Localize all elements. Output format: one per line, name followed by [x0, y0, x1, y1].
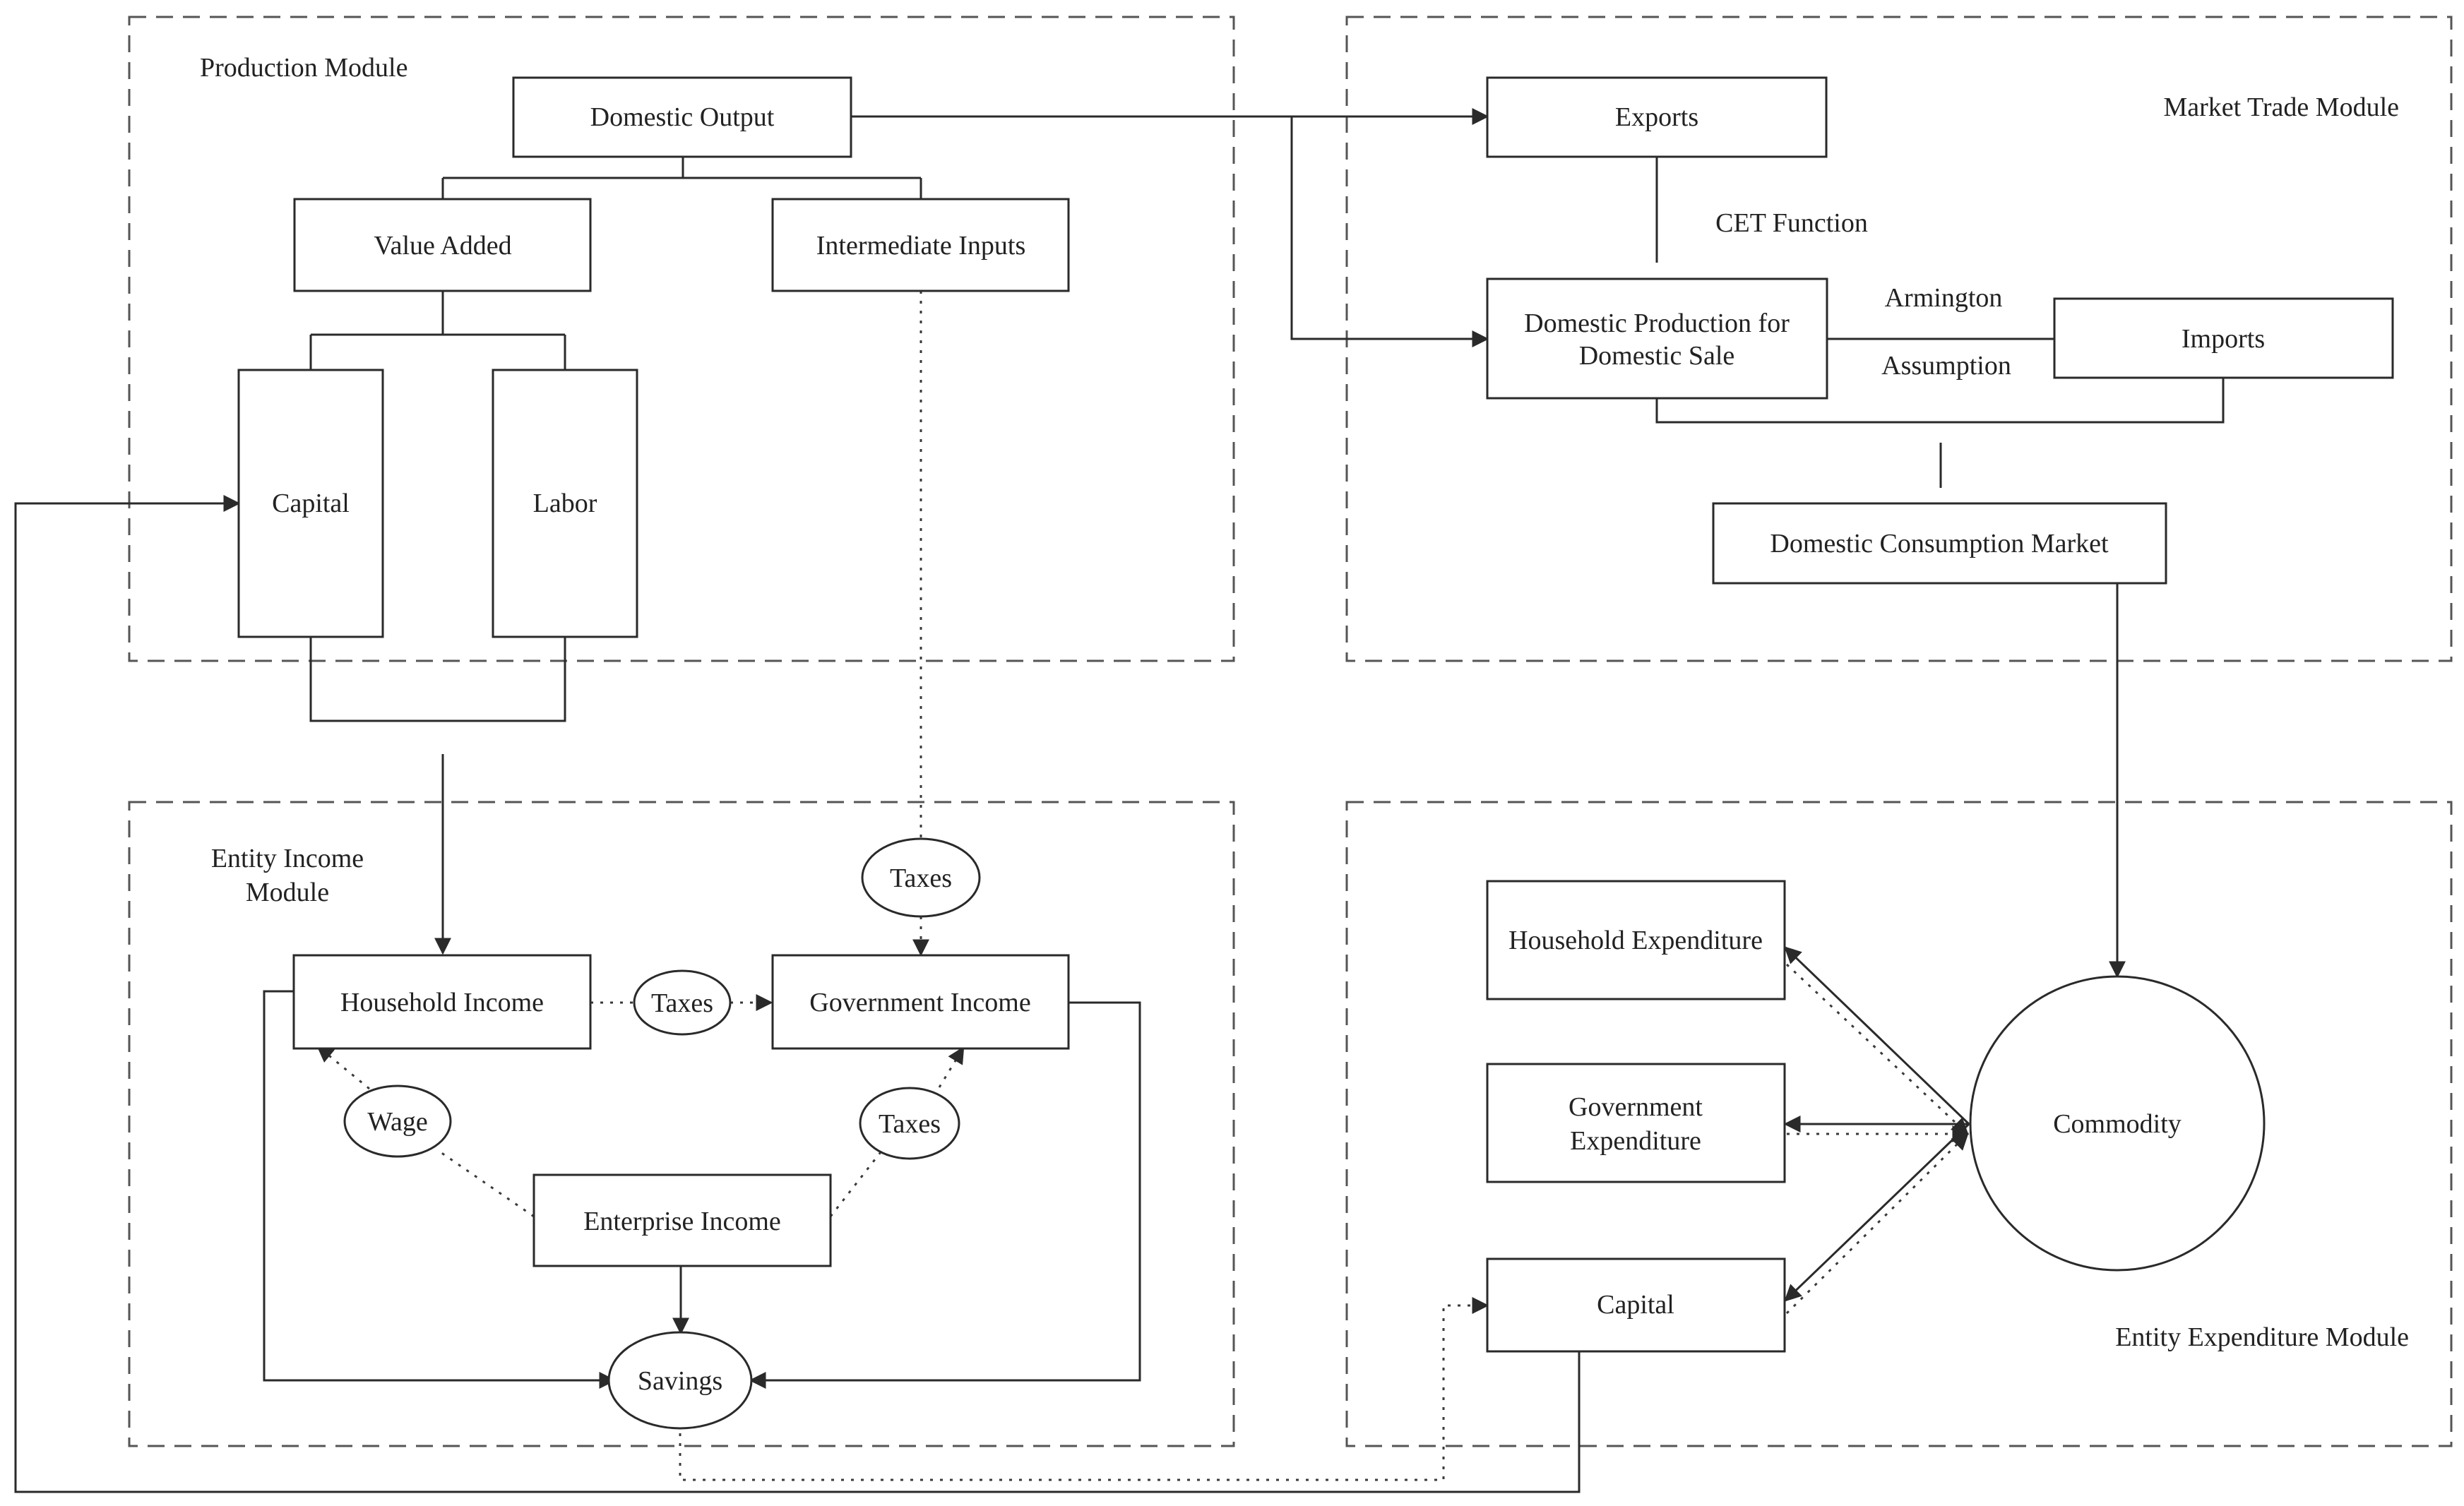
domestic-consumption-market-label: Domestic Consumption Market [1770, 529, 2109, 558]
enterprise-income-box [532, 1173, 832, 1267]
value-added-tree-connector [309, 291, 566, 370]
commodity-circle [1969, 975, 2266, 1272]
capital-expenditure-to-commodity-dotted [1785, 1133, 1969, 1315]
entity-income-module-title-line1: Entity Income [211, 844, 364, 873]
entity-expenditure-module-frame [1345, 801, 2453, 1447]
taxes-enterprise-label: Taxes [879, 1109, 941, 1139]
wage-to-household-dotted [316, 1045, 370, 1090]
domestic-production-box [1486, 277, 1828, 400]
domestic-production-label-line1: Domestic Production for [1524, 309, 1790, 338]
capital-loop-back-arrow [14, 495, 1581, 1493]
exports-box [1486, 76, 1828, 158]
intermediate-inputs-label: Intermediate Inputs [816, 231, 1026, 261]
entity-income-module-frame [128, 801, 1235, 1447]
factor-join-connector [309, 637, 566, 722]
exports-label: Exports [1615, 102, 1698, 132]
armington-bracket [1655, 378, 2225, 424]
commodity-label: Commodity [2053, 1109, 2182, 1139]
savings-ellipse [607, 1331, 753, 1430]
market-trade-module-title: Market Trade Module [2163, 92, 2399, 122]
savings-to-capital-dotted [679, 1297, 1489, 1481]
imports-label: Imports [2182, 324, 2265, 354]
production-module-frame [128, 16, 1235, 662]
government-expenditure-label-line2: Expenditure [1570, 1126, 1701, 1156]
output-to-domestic-production-arrow [1290, 116, 1489, 347]
government-expenditure-box [1486, 1063, 1786, 1183]
armington-label: Armington [1885, 283, 2003, 313]
taxes-middle-ellipse [633, 969, 732, 1036]
household-expenditure-box [1486, 880, 1786, 1000]
taxes-to-government-enterprise-dotted [938, 1046, 965, 1088]
household-expenditure-to-commodity-dotted [1785, 963, 1969, 1135]
capital-production-box [237, 369, 384, 638]
capital-expenditure-label: Capital [1597, 1290, 1674, 1320]
domestic-output-label: Domestic Output [590, 102, 775, 132]
capital-expenditure-box [1486, 1257, 1786, 1353]
government-to-savings-arrow [749, 1001, 1141, 1389]
household-to-savings-arrow [263, 990, 617, 1389]
domestic-consumption-market-box [1712, 502, 2167, 585]
enterprise-income-label: Enterprise Income [583, 1207, 781, 1236]
wage-label: Wage [367, 1107, 428, 1137]
enterprise-to-wage-dotted [440, 1151, 535, 1218]
taxes-top-label: Taxes [890, 863, 952, 893]
taxes-top-ellipse [861, 837, 981, 918]
cet-function-label: CET Function [1715, 208, 1868, 238]
wage-ellipse [343, 1084, 452, 1158]
production-module-title: Production Module [200, 53, 407, 83]
government-income-box [771, 954, 1070, 1050]
labor-box [492, 369, 638, 638]
output-tree-connector [441, 157, 922, 199]
government-income-label: Government Income [809, 988, 1030, 1017]
value-added-label: Value Added [374, 231, 511, 261]
household-expenditure-label: Household Expenditure [1508, 926, 1763, 955]
household-income-label: Household Income [340, 988, 544, 1017]
capital-production-label: Capital [272, 489, 350, 518]
taxes-enterprise-ellipse [859, 1087, 960, 1160]
commodity-to-capital-expenditure-arrow [1784, 1123, 1970, 1302]
intermediate-inputs-box [771, 198, 1070, 292]
value-added-box [293, 198, 592, 292]
savings-label: Savings [638, 1366, 722, 1396]
entity-expenditure-module-title: Entity Expenditure Module [2115, 1322, 2409, 1352]
commodity-to-household-expenditure-arrow [1784, 946, 1970, 1125]
domestic-output-box [512, 76, 852, 158]
government-expenditure-label-line1: Government [1569, 1092, 1703, 1122]
enterprise-to-taxes-dotted [829, 1149, 884, 1217]
taxes-middle-label: Taxes [651, 988, 713, 1018]
imports-box [2053, 297, 2394, 379]
domestic-production-label-line2: Domestic Sale [1579, 341, 1735, 371]
labor-label: Labor [533, 489, 597, 518]
entity-income-module-title-line2: Module [246, 878, 329, 907]
assumption-label: Assumption [1881, 351, 2011, 381]
household-income-box [292, 954, 592, 1050]
